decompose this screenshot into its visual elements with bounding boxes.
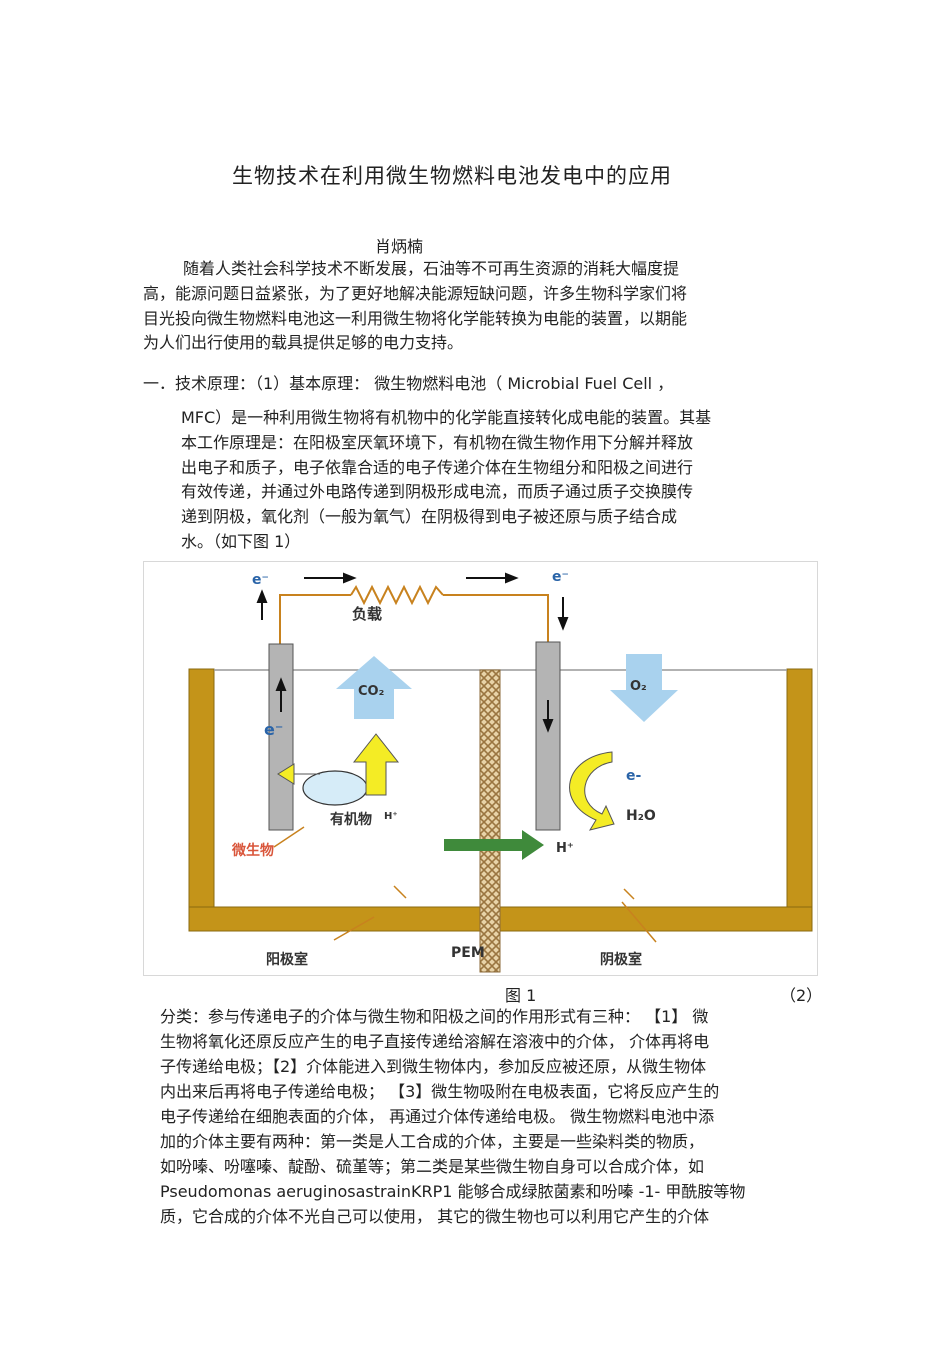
intro-line: 为人们出行使用的载具提供足够的电力支持。	[143, 333, 464, 352]
current-arrows	[256, 572, 569, 631]
body-line: 本工作原理是：在阳极室厌氧环境下，有机物在微生物作用下分解并释放	[181, 433, 694, 452]
electron-label-anode: e⁻	[264, 720, 283, 739]
intro-line: 目光投向微生物燃料电池这一利用微生物将化学能转换为电能的装置，以期能	[143, 309, 688, 328]
subsection-number: （2）	[780, 986, 823, 1005]
yellow-left-arrow	[277, 763, 320, 785]
microbe-pointer	[273, 826, 305, 848]
mfc-diagram: e⁻ e⁻ 负载 CO₂ O₂ e⁻ 有机物 H⁺ e- H₂O H⁺	[143, 561, 818, 976]
organic-label: 有机物	[330, 811, 372, 828]
body-line: 出电子和质子，电子依靠合适的电子传递介体在生物组分和阳极之间进行	[181, 458, 694, 477]
body-line: 子传递给电极；【2】介体能进入到微生物体内，参加反应被还原，从微生物体	[160, 1057, 707, 1076]
load-label: 负载	[352, 605, 382, 623]
body-line: 加的介体主要有两种：第一类是人工合成的介体，主要是一些染料类的物质，	[160, 1132, 705, 1151]
electron-label-top-left: e⁻	[252, 572, 269, 588]
anode-pointer-small	[393, 885, 407, 899]
microbe-label: 微生物	[231, 842, 274, 859]
yellow-up-arrow	[352, 733, 400, 796]
o2-label: O₂	[630, 679, 647, 694]
body-line: 如吩嗪、吩噻嗪、靛酚、硫堇等；第二类是某些微生物自身可以合成介体，如	[160, 1157, 705, 1176]
co2-arrow	[336, 656, 412, 719]
electron-label-top-right: e⁻	[552, 569, 569, 585]
reduction-arrow	[569, 751, 615, 831]
external-circuit	[279, 584, 549, 644]
cathode-electrode	[535, 641, 561, 831]
anode-electrode	[268, 643, 294, 831]
body-line: 内出来后再将电子传递给电极； 【3】微生物吸附在电极表面，它将反应产生的	[160, 1082, 720, 1101]
hplus-small-label: H⁺	[384, 811, 398, 822]
o2-arrow	[610, 654, 678, 722]
pem-membrane	[479, 669, 501, 973]
mfc-diagram-svg: e⁻ e⁻ 负载 CO₂ O₂ e⁻ 有机物 H⁺ e- H₂O H⁺	[188, 569, 813, 973]
body-line: 递到阴极，氧化剂（一般为氧气）在阴极得到电子被还原与质子结合成	[181, 507, 678, 526]
organic-matter	[302, 770, 368, 806]
cathode-pointer	[621, 901, 657, 943]
page-title: 生物技术在利用微生物燃料电池发电中的应用	[232, 164, 672, 188]
cathode-chamber-label: 阴极室	[600, 951, 642, 968]
proton-arrow	[444, 830, 544, 860]
body-line: 有效传递，并通过外电路传递到阴极形成电流，而质子通过质子交换膜传	[181, 482, 694, 501]
h2o-label: H₂O	[626, 808, 656, 824]
body-line: 质，它合成的介体不光自己可以使用， 其它的微生物也可以利用它产生的介体	[160, 1207, 710, 1226]
intro-line: 随着人类社会科学技术不断发展，石油等不可再生资源的消耗大幅度提	[183, 259, 680, 278]
co2-label: CO₂	[358, 684, 384, 699]
intro-line: 高，能源问题日益紧张，为了更好地解决能源短缺问题，许多生物科学家们将	[143, 284, 688, 303]
body-line: 电子传递给在细胞表面的介体， 再通过介体传递给电极。 微生物燃料电池中添	[160, 1107, 715, 1126]
anode-pointer	[333, 916, 375, 941]
body-line: 生物将氧化还原反应产生的电子直接传递给溶解在溶液中的介体， 介体再将电	[160, 1032, 710, 1051]
section1-heading: 一．技术原理：（1）基本原理： 微生物燃料电池（ Microbial Fuel …	[143, 374, 674, 393]
electron-label-cathode: e-	[626, 768, 641, 784]
anode-chamber-label: 阳极室	[266, 951, 308, 968]
pem-label: PEM	[451, 945, 485, 961]
body-line: 分类：参与传递电子的介体与微生物和阳极之间的作用形式有三种： 【1】 微	[160, 1007, 709, 1026]
load-resistor	[350, 584, 444, 606]
cathode-pointer-small	[623, 888, 635, 900]
body-line: Pseudomonas aeruginosastrainKRP1 能够合成绿脓菌…	[160, 1182, 746, 1201]
figure-caption: 图 1	[505, 986, 537, 1005]
hplus-label: H⁺	[556, 841, 574, 856]
author-name: 肖炳楠	[375, 237, 424, 256]
body-line: 水。（如下图 1）	[181, 532, 301, 551]
body-line: MFC）是一种利用微生物将有机物中的化学能直接转化成电能的装置。其基	[181, 408, 712, 427]
electrode-arrows	[275, 677, 554, 733]
